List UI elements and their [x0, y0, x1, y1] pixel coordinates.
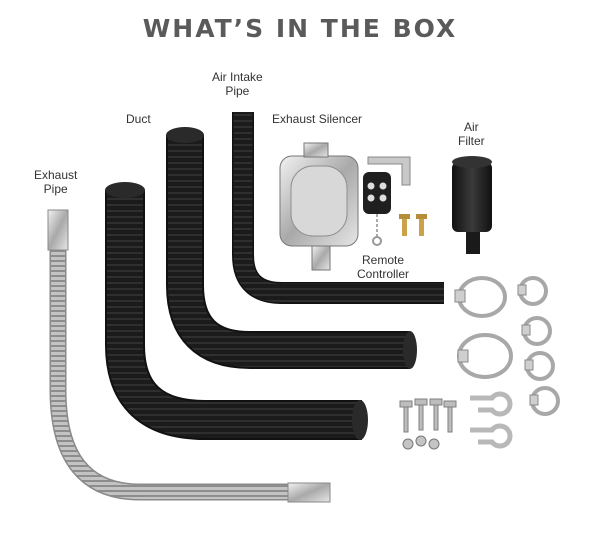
duct-medium	[166, 127, 417, 369]
duct-large	[105, 182, 368, 440]
mounting-bracket	[367, 156, 411, 186]
exhaust-pipe	[47, 209, 331, 503]
air-intake-pipe	[232, 112, 444, 304]
remote-controller	[363, 172, 391, 246]
page-title: WHAT’S IN THE BOX	[142, 14, 458, 43]
screws-small	[399, 214, 427, 236]
p-clips	[470, 391, 513, 449]
label-air-intake-pipe: Air Intake Pipe	[212, 70, 263, 98]
label-air-filter: Air Filter	[458, 120, 485, 148]
label-duct: Duct	[126, 112, 151, 126]
label-remote-controller: Remote Controller	[357, 253, 410, 281]
exhaust-silencer	[279, 142, 359, 271]
label-exhaust-silencer: Exhaust Silencer	[272, 112, 363, 126]
hose-clamps	[457, 276, 560, 416]
air-filter	[452, 156, 492, 254]
label-exhaust-pipe: Exhaust Pipe	[34, 168, 78, 196]
nuts	[402, 435, 440, 450]
bolts	[399, 398, 457, 433]
